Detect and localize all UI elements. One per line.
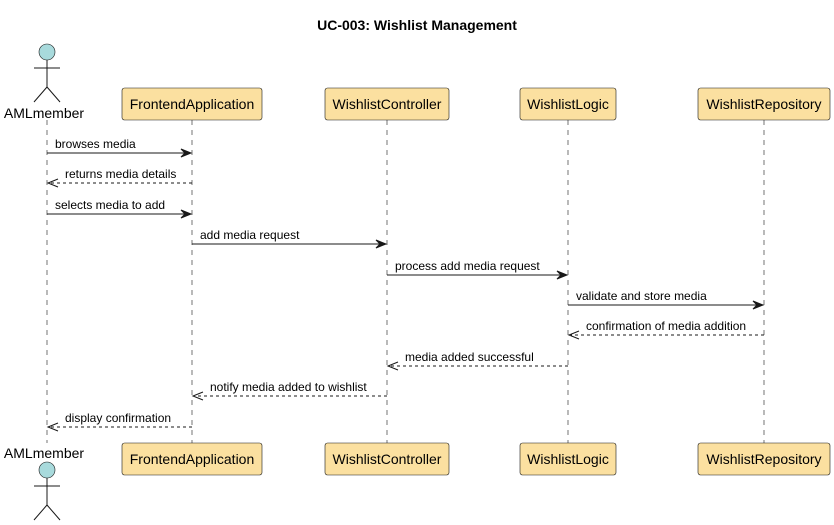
participant-label: FrontendApplication [130,451,255,467]
participant-wishlist-controller-bottom: WishlistController [324,442,450,476]
message-7: confirmation of media addition [567,319,764,340]
diagram-title: UC-003: Wishlist Management [317,17,517,33]
message-label: validate and store media [576,289,707,303]
message-5: process add media request [387,259,569,280]
actor-label: AMLmember [4,105,84,121]
participant-wishlist-logic-top: WishlistLogic [519,87,617,121]
arrow-head-icon [191,391,204,401]
participant-wishlist-logic-bottom: WishlistLogic [519,442,617,476]
participant-label: WishlistLogic [527,451,609,467]
lifelines [46,120,765,443]
arrow-head-icon [556,270,569,280]
arrow-head-icon [386,361,399,371]
message-3: selects media to add [47,198,193,219]
arrow-head-icon [752,300,765,310]
message-label: add media request [200,228,300,242]
participant-frontend-application-bottom: FrontendApplication [121,442,263,476]
arrow-head-icon [46,422,59,432]
message-label: selects media to add [55,198,165,212]
participant-label: WishlistRepository [706,96,821,112]
messages: browses media returns media details select… [46,137,765,432]
participant-label: WishlistController [333,451,442,467]
participant-wishlist-repository-bottom: WishlistRepository [697,442,831,476]
message-2: returns media details [46,167,192,188]
participant-label: WishlistController [333,96,442,112]
actor-top: AMLmember [4,43,84,121]
message-label: browses media [55,137,136,151]
arrow-head-icon [375,239,388,249]
message-label: notify media added to wishlist [210,380,367,394]
message-label: confirmation of media addition [586,319,746,333]
participant-label: WishlistLogic [527,96,609,112]
message-label: returns media details [65,167,176,181]
arrow-head-icon [180,209,193,219]
arrow-head-icon [46,178,59,188]
message-10: display confirmation [46,411,192,432]
message-6: validate and store media [568,289,765,310]
participant-frontend-application-top: FrontendApplication [121,87,263,121]
actor-bottom: AMLmember [4,445,84,521]
arrow-head-icon [567,330,580,340]
actor-figure-icon [33,43,61,103]
participant-label: WishlistRepository [706,451,821,467]
message-9: notify media added to wishlist [191,380,387,401]
arrow-head-icon [180,148,193,158]
message-1: browses media [47,137,193,158]
participant-wishlist-repository-top: WishlistRepository [697,87,831,121]
message-label: display confirmation [65,411,171,425]
actor-figure-icon [33,461,61,521]
participant-label: FrontendApplication [130,96,255,112]
message-8: media added successful [386,350,568,371]
participant-wishlist-controller-top: WishlistController [324,87,450,121]
actor-label: AMLmember [4,445,84,461]
participants: AMLmemberAMLmemberFrontendApplicationFro… [4,43,831,521]
message-label: media added successful [405,350,534,364]
message-4: add media request [192,228,388,249]
message-label: process add media request [395,259,540,273]
